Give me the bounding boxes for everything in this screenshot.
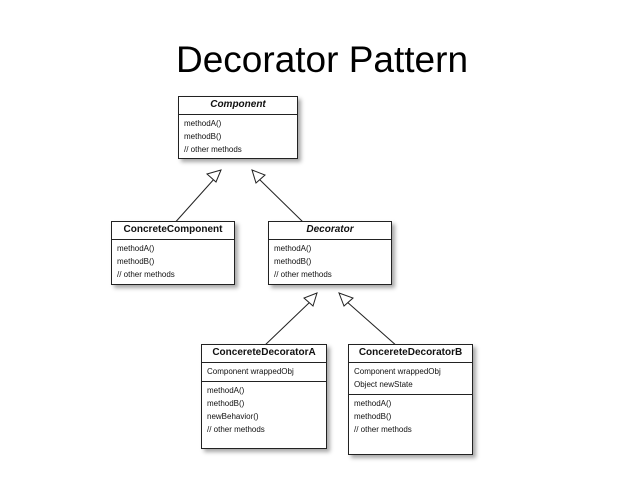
concrete-decorator-b-class-name: ConcereteDecoratorB <box>349 345 472 363</box>
concrete-component-method: // other methods <box>117 270 175 279</box>
inheritance-line-decorator-b <box>345 300 399 348</box>
component-method: // other methods <box>184 145 242 154</box>
concrete-component-methods: methodA() methodB() // other methods <box>112 240 234 284</box>
concrete-decorator-a-methods: methodA() methodB() newBehavior() // oth… <box>202 382 326 439</box>
concrete-component-method: methodA() <box>117 244 155 253</box>
concrete-decorator-a-field: Component wrappedObj <box>207 367 294 376</box>
concrete-decorator-a-fields: Component wrappedObj <box>202 363 326 382</box>
inheritance-arrowhead-decorator <box>251 169 266 184</box>
concrete-decorator-b-fields: Component wrappedObj Object newState <box>349 363 472 395</box>
concrete-decorator-b-method: // other methods <box>354 425 412 434</box>
concrete-decorator-a-method: methodB() <box>207 399 245 408</box>
decorator-method: methodB() <box>274 257 312 266</box>
inheritance-arrowhead-concretecomponent <box>205 169 222 183</box>
decorator-class-box: Decorator methodA() methodB() // other m… <box>268 221 392 285</box>
concrete-decorator-b-class-box: ConcereteDecoratorB Component wrappedObj… <box>348 344 473 455</box>
component-class-name: Component <box>179 97 297 115</box>
component-method: methodB() <box>184 132 222 141</box>
decorator-method: // other methods <box>274 270 332 279</box>
concrete-decorator-b-methods: methodA() methodB() // other methods <box>349 395 472 439</box>
concrete-decorator-b-method: methodA() <box>354 399 392 408</box>
concrete-component-method: methodB() <box>117 257 155 266</box>
decorator-class-name: Decorator <box>269 222 391 240</box>
concrete-component-class-box: ConcreteComponent methodA() methodB() //… <box>111 221 235 285</box>
decorator-methods: methodA() methodB() // other methods <box>269 240 391 284</box>
inheritance-arrowhead-decorator-a <box>303 292 318 307</box>
inheritance-line-decorator-a <box>262 300 312 348</box>
concrete-decorator-a-method: methodA() <box>207 386 245 395</box>
concrete-component-class-name: ConcreteComponent <box>112 222 234 240</box>
inheritance-line-concretecomponent <box>171 177 216 227</box>
slide-title: Decorator Pattern <box>176 39 469 80</box>
concrete-decorator-b-field: Object newState <box>354 380 413 389</box>
concrete-decorator-b-method: methodB() <box>354 412 392 421</box>
component-methods: methodA() methodB() // other methods <box>179 115 297 159</box>
concrete-decorator-a-method: // other methods <box>207 425 265 434</box>
inheritance-line-decorator <box>257 177 306 225</box>
concrete-decorator-a-method: newBehavior() <box>207 412 259 421</box>
decorator-method: methodA() <box>274 244 312 253</box>
inheritance-arrowhead-decorator-b <box>338 292 354 307</box>
concrete-decorator-a-class-name: ConcereteDecoratorA <box>202 345 326 363</box>
component-method: methodA() <box>184 119 222 128</box>
concrete-decorator-b-field: Component wrappedObj <box>354 367 441 376</box>
component-class-box: Component methodA() methodB() // other m… <box>178 96 298 159</box>
concrete-decorator-a-class-box: ConcereteDecoratorA Component wrappedObj… <box>201 344 327 449</box>
